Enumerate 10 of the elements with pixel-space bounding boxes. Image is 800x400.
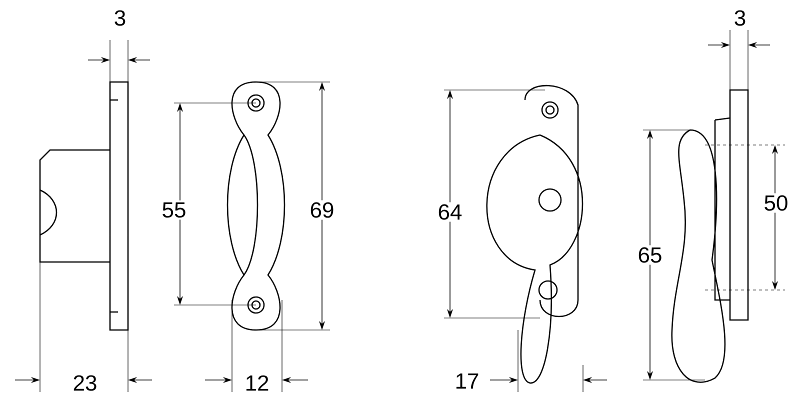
dimension-label: 55 bbox=[160, 200, 188, 220]
dimension-label: 17 bbox=[452, 371, 482, 391]
dimension-label: 3 bbox=[732, 8, 748, 28]
dimension-label: 69 bbox=[308, 200, 336, 220]
dimension-label: 23 bbox=[70, 373, 100, 393]
dimension-label: 3 bbox=[112, 8, 128, 28]
dimension-label: 65 bbox=[636, 245, 664, 265]
dimension-label: 64 bbox=[436, 202, 464, 222]
dimension-label: 12 bbox=[242, 373, 272, 393]
dimension-label: 50 bbox=[762, 193, 790, 213]
